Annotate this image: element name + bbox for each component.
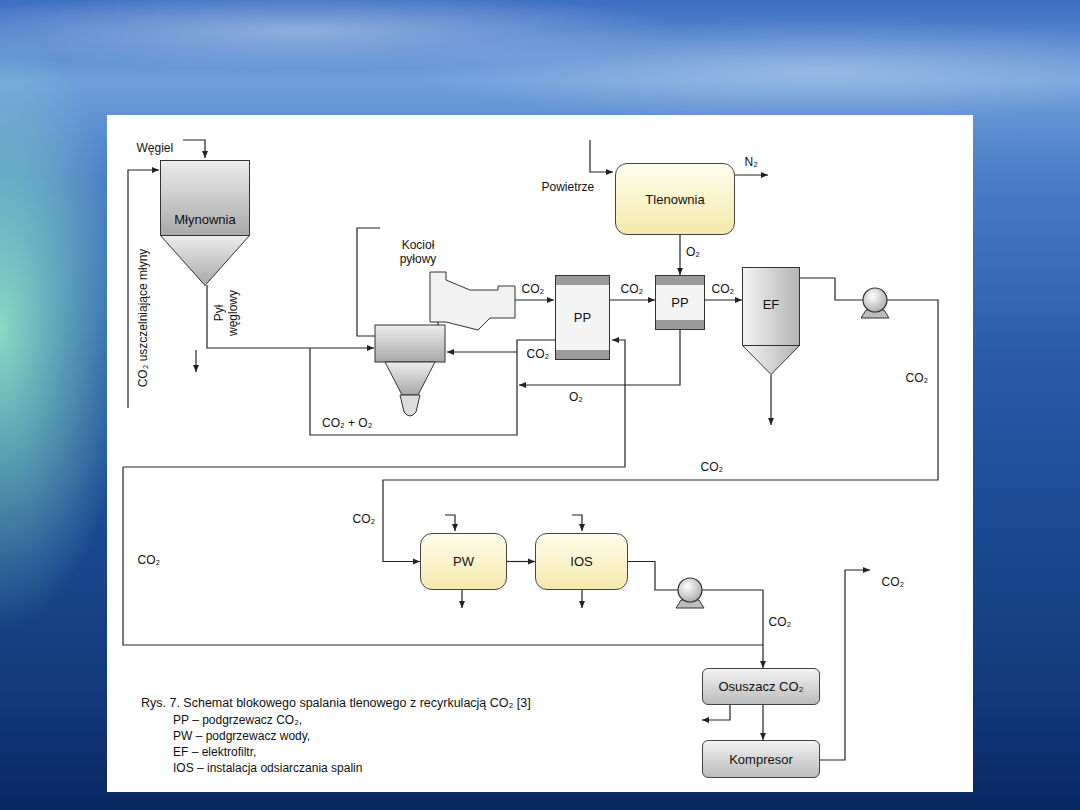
connector-label: O₂ — [685, 245, 701, 259]
node-text: PP — [671, 295, 688, 310]
boiler-loop-line — [357, 228, 380, 336]
node-text: PP — [574, 310, 591, 325]
flow-connector — [610, 299, 655, 300]
pump-symbol — [678, 578, 702, 602]
flow-label: CO₂ uszczelniające młyny — [136, 248, 150, 389]
recirculation-line — [123, 466, 625, 467]
flow-label: CO₂ + O₂ — [321, 416, 373, 430]
heater-box: PP — [555, 275, 610, 360]
connector-label: CO₂ — [711, 282, 736, 296]
flow-label: N₂ — [744, 155, 759, 169]
node-text: Kompresor — [729, 752, 793, 767]
water-outlet — [461, 590, 462, 608]
precipitator-outline — [742, 267, 800, 375]
process-box: PW — [420, 533, 507, 590]
coal-dust-arrow — [195, 350, 196, 372]
process-box: Tlenownia — [615, 163, 735, 235]
ash-outlet — [770, 375, 771, 425]
node-text: IOS — [570, 554, 592, 569]
flow-label: CO₂ — [352, 512, 377, 526]
nitrogen-outlet — [735, 174, 768, 175]
recirculation-line — [612, 340, 625, 467]
flow-label: Węgiel — [136, 141, 175, 155]
legend-text: PW – podgrzewacz wody, — [172, 729, 311, 743]
flow-label: CO₂ — [137, 553, 162, 567]
legend-text: IOS – instalacja odsiarczania spalin — [172, 761, 363, 775]
flow-connector — [628, 562, 763, 669]
text-holder: Młynownia — [160, 210, 250, 228]
flow-label: CO₂ — [881, 575, 906, 589]
flow-label: Pył węglowy — [212, 284, 240, 342]
flow-label: O₂ — [568, 390, 584, 404]
co2-product-line — [820, 570, 870, 760]
water-inlet — [445, 515, 455, 531]
seal-co2-line — [128, 170, 159, 408]
process-box: IOS — [535, 533, 628, 590]
flow-connector — [705, 299, 742, 300]
fgd-inlet — [572, 515, 582, 531]
flow-connector — [679, 235, 680, 275]
flow-label: Powietrze — [541, 180, 596, 194]
boiler-hopper — [385, 362, 435, 395]
burner-feed-line — [447, 351, 517, 352]
flow-label: CO₂ — [905, 371, 930, 385]
hopper-body — [161, 161, 250, 236]
connector-label: CO₂ — [768, 615, 793, 629]
connector-label: CO₂ — [620, 282, 645, 296]
flue-gas-line — [515, 299, 554, 300]
precipitator-body — [743, 268, 800, 346]
coal-feed-line — [183, 140, 205, 158]
boiler-bowl — [400, 395, 420, 416]
legend-text: EF – elektrofiltr, — [172, 745, 257, 759]
precipitator-box: EF — [742, 267, 800, 375]
flow-label: CO₂ — [526, 347, 551, 361]
legend-text: PP – podgrzewacz CO₂, — [172, 713, 303, 727]
bypass-line — [123, 467, 763, 645]
node-text: Tlenownia — [645, 192, 704, 207]
mill-hopper: Młynownia — [160, 160, 250, 286]
node-text: PW — [453, 554, 474, 569]
fgd-outlet — [581, 590, 582, 608]
burner-box — [375, 325, 445, 362]
boiler-furnace — [430, 272, 515, 330]
node-text: EF — [763, 297, 780, 312]
flow-connector — [762, 705, 763, 740]
precipitator-funnel — [743, 346, 800, 375]
coal-dust-line — [207, 285, 374, 348]
process-box: Osuszacz CO₂ — [702, 668, 820, 705]
pump-symbol — [863, 288, 887, 312]
text-holder: EF — [742, 295, 800, 313]
node-text: Młynownia — [174, 212, 235, 227]
hopper-funnel — [161, 236, 250, 286]
process-box: Kompresor — [702, 740, 820, 778]
flow-label: CO₂ — [700, 460, 725, 474]
flow-label: CO₂ — [521, 282, 546, 296]
flow-connector — [507, 561, 535, 562]
heater-box: PP — [655, 275, 705, 330]
dryer-outlet — [702, 705, 730, 720]
flow-label: Kocioł pyłowy — [386, 238, 450, 266]
node-text: Osuszacz CO₂ — [718, 679, 803, 694]
figure-caption: Rys. 7. Schemat blokowego spalania tleno… — [140, 696, 532, 710]
air-inlet-line — [590, 140, 613, 172]
